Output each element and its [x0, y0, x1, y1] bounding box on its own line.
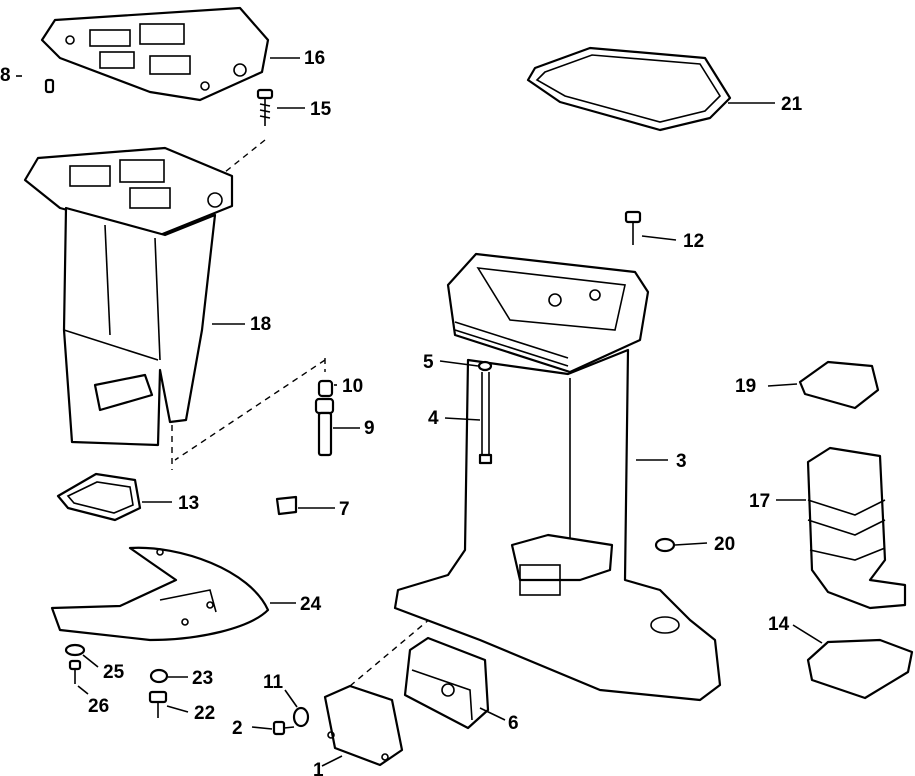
callout-12: 12: [683, 231, 704, 252]
callout-3: 3: [676, 451, 687, 472]
callout-5: 5: [423, 352, 434, 373]
part-25-washer: [64, 643, 86, 657]
leader-20: [674, 542, 708, 546]
callout-14: 14: [768, 614, 790, 635]
part-10-cap: [317, 379, 334, 398]
part-11-washer: [292, 706, 310, 728]
part-8-pin: [44, 78, 55, 94]
part-22-bolt: [148, 690, 168, 718]
callout-15: 15: [310, 99, 332, 120]
callout-19: 19: [735, 376, 756, 397]
callout-16: 16: [304, 48, 325, 69]
part-12-bolt: [624, 210, 642, 245]
callout-11: 11: [263, 672, 284, 693]
callout-9: 9: [364, 418, 375, 439]
part-16-gasket: [40, 6, 270, 102]
callout-26: 26: [88, 696, 109, 717]
callout-22: 22: [194, 703, 215, 724]
callout-6: 6: [508, 713, 519, 734]
callout-21: 21: [781, 94, 803, 115]
part-15-screw: [256, 88, 274, 126]
part-20-plug: [654, 537, 676, 553]
part-1-cover: [323, 684, 404, 767]
part-2-screw: [272, 720, 295, 736]
callout-23: 23: [192, 668, 213, 689]
part-23-washer: [149, 668, 169, 684]
leader-12: [641, 235, 677, 241]
part-4-stud: [478, 372, 493, 465]
callout-2: 2: [232, 718, 243, 739]
part-3-driveshaft-housing: [393, 252, 722, 702]
callout-10: 10: [342, 376, 363, 397]
callout-20: 20: [714, 534, 735, 555]
callout-7: 7: [339, 499, 350, 520]
part-9-tube: [314, 397, 335, 457]
callout-8: 8: [0, 65, 11, 86]
part-26-screw: [68, 659, 82, 684]
part-5-washer: [477, 360, 493, 372]
part-24-plate: [50, 546, 270, 642]
leader-19: [767, 383, 798, 387]
part-21-seal-ring: [526, 46, 732, 132]
callout-4: 4: [428, 408, 439, 429]
callout-1: 1: [313, 760, 324, 776]
part-19-seal: [798, 360, 880, 410]
part-13-seal: [56, 472, 142, 522]
leader-11: [284, 689, 298, 708]
callout-13: 13: [178, 493, 199, 514]
callout-24: 24: [300, 594, 322, 615]
leader-25: [82, 654, 99, 668]
part-17-exhaust-tube: [806, 446, 907, 610]
leader-26: [77, 685, 89, 695]
leader-6: [479, 707, 506, 721]
callout-18: 18: [250, 314, 271, 335]
leader-5: [439, 360, 479, 367]
part-18-adapter-housing: [23, 146, 234, 447]
part-14-seal: [806, 638, 914, 700]
callout-17: 17: [749, 491, 770, 512]
leader-14: [792, 624, 823, 644]
part-6-bracket: [403, 636, 490, 730]
callout-25: 25: [103, 662, 125, 683]
part-7-grommet: [275, 495, 298, 516]
leader-2: [251, 726, 273, 730]
leader-1: [321, 755, 343, 767]
leader-22: [166, 705, 189, 713]
leader-4: [444, 417, 481, 421]
